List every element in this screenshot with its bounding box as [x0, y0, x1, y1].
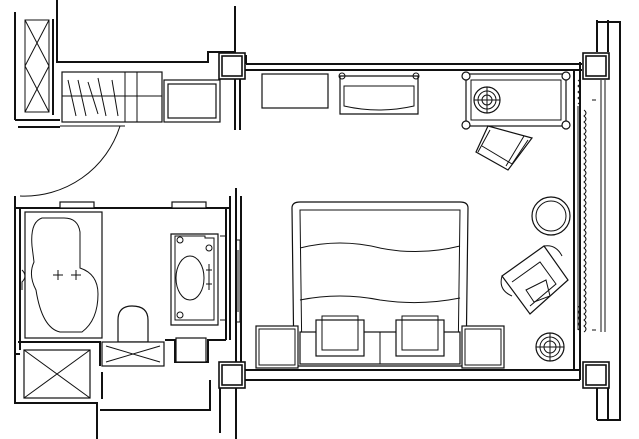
- armchair: [500, 245, 569, 315]
- entry-door: [19, 125, 124, 197]
- shower: [23, 349, 91, 399]
- toilet: [101, 305, 165, 367]
- round-table: [531, 196, 571, 236]
- console-table: [338, 72, 420, 115]
- bathroom-bin: [175, 337, 207, 363]
- pillow: [315, 315, 365, 357]
- bathtub: [21, 211, 103, 339]
- vanity-sink: [170, 233, 227, 326]
- closet-panel: [24, 19, 50, 113]
- wardrobe: [60, 71, 163, 127]
- luggage-rack: [163, 79, 221, 123]
- floor-lamp: [535, 332, 565, 362]
- bathroom-towel-bar: [59, 201, 207, 209]
- curtain: [577, 79, 596, 333]
- desk: [261, 73, 329, 109]
- desk-chair: [475, 125, 534, 171]
- nightstand: [461, 325, 505, 369]
- bath-partition-door: [236, 239, 241, 323]
- pillow: [395, 315, 445, 357]
- table-lamp-top: [473, 86, 501, 114]
- structural-columns: [218, 52, 610, 389]
- nightstand: [255, 325, 299, 369]
